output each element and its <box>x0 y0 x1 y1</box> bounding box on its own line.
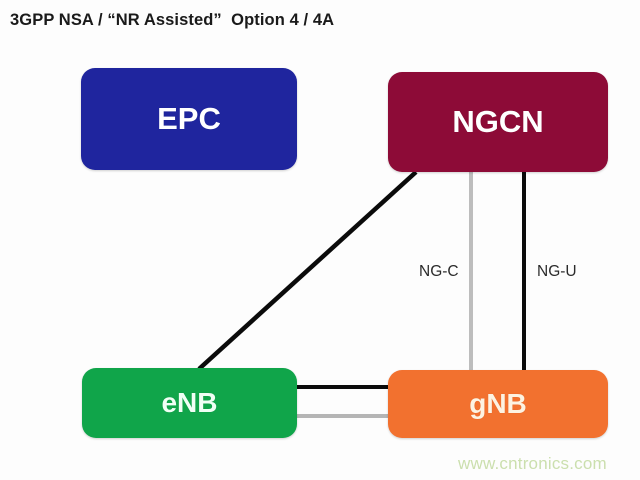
node-gnb[interactable]: gNB <box>388 370 608 438</box>
edge-ngcn-gnb-ngu <box>522 168 526 374</box>
edge-ngcn-enb <box>197 170 418 371</box>
edge-enb-gnb-grey <box>293 414 392 418</box>
watermark: www.cntronics.com <box>458 454 607 473</box>
edge-enb-gnb-black <box>293 385 392 389</box>
edge-ngcn-enb-line <box>197 170 418 371</box>
edge-label-ng-c: NG-C <box>419 263 459 280</box>
node-ngcn[interactable]: NGCN <box>388 72 608 172</box>
edge-ngcn-gnb-ngc <box>469 168 473 376</box>
node-epc-label: EPC <box>157 101 221 136</box>
node-enb-label: eNB <box>161 387 218 418</box>
node-epc[interactable]: EPC <box>81 68 297 170</box>
page-title: 3GPP NSA / “NR Assisted” Option 4 / 4A <box>10 11 335 29</box>
node-ngcn-label: NGCN <box>452 104 544 139</box>
edge-label-ng-u: NG-U <box>537 263 577 280</box>
node-enb[interactable]: eNB <box>82 368 297 438</box>
node-gnb-label: gNB <box>469 388 527 419</box>
